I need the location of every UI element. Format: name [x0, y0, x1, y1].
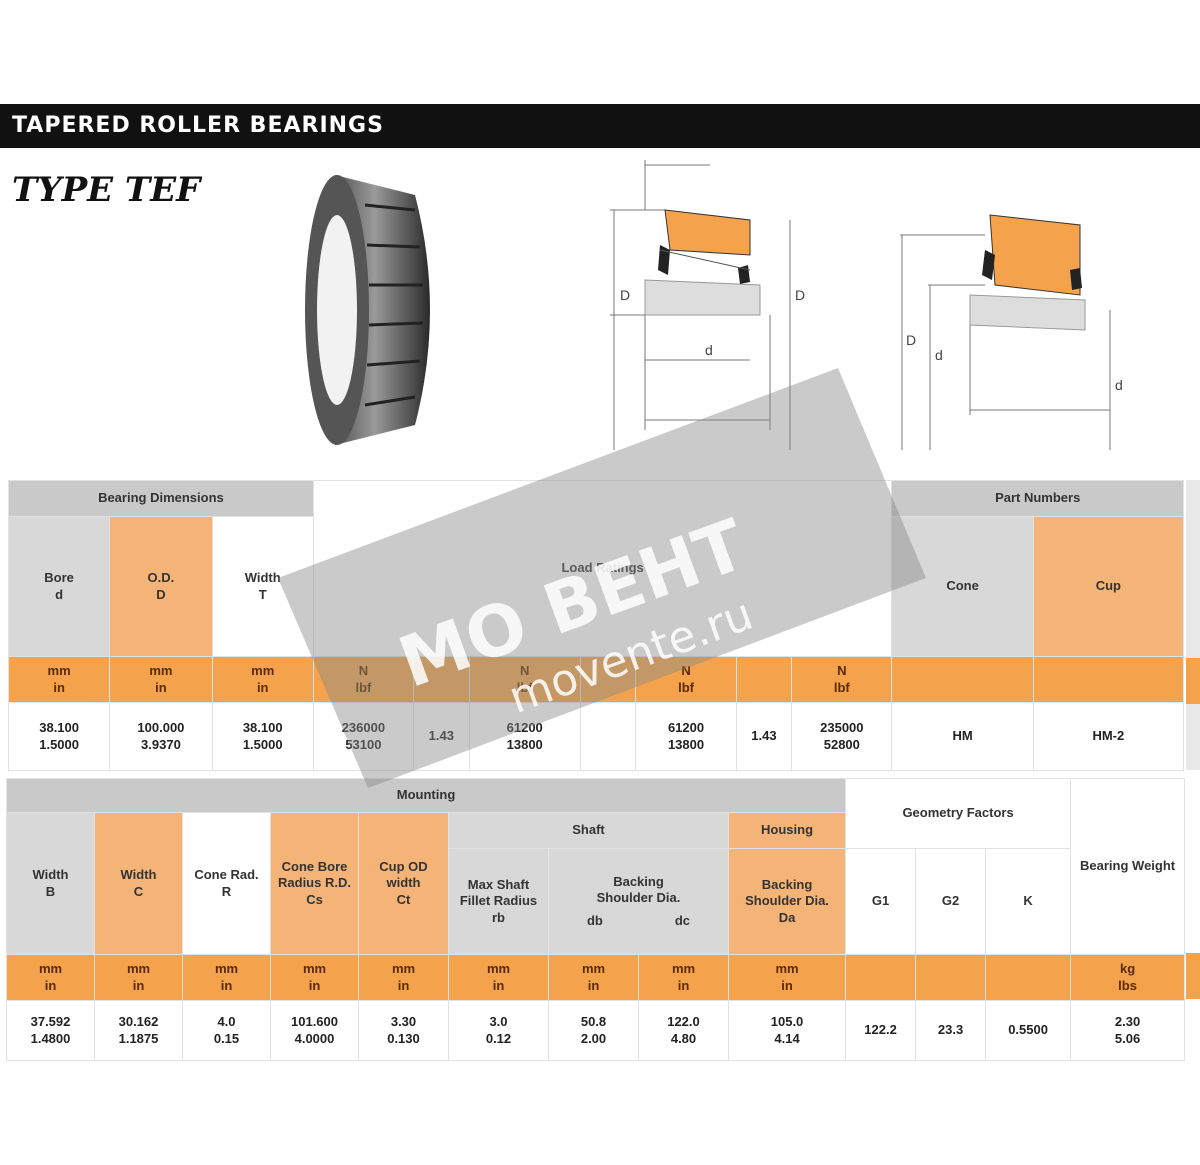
- value-thrust: 235000 52800: [791, 702, 893, 771]
- table-edge-band: [1186, 953, 1200, 999]
- band-cell: N lbf: [468, 656, 581, 703]
- bearing-weight-header: Bearing Weight: [1070, 778, 1186, 955]
- band-cell: [579, 656, 637, 703]
- bearing-type-label: TYPE TEF: [12, 170, 201, 210]
- col-g2: G2: [915, 848, 987, 955]
- bearing-photo: [305, 175, 430, 445]
- band-cell: kg lbs: [1070, 954, 1186, 1001]
- value-k: 0.5500: [985, 1000, 1072, 1061]
- svg-text:d: d: [705, 342, 713, 358]
- col-r: Cone Rad. R: [182, 812, 271, 955]
- band-cell: mm in: [270, 954, 359, 1001]
- table-edge-band: [1186, 658, 1200, 704]
- band-cell: [915, 954, 987, 1001]
- band-cell: [985, 954, 1072, 1001]
- band-cell: mm in: [448, 954, 549, 1001]
- svg-text:d: d: [935, 347, 943, 363]
- col-housing-backing: Backing Shoulder Dia. Da: [727, 848, 847, 955]
- value-od: 100.000 3.9370: [109, 702, 213, 771]
- value-static: 61200 13800: [635, 702, 737, 771]
- value-bore: 38.100 1.5000: [7, 702, 111, 771]
- band-cell: mm in: [109, 656, 213, 703]
- value-factor2: 1.43: [735, 702, 793, 771]
- svg-text:D: D: [620, 287, 630, 303]
- svg-text:D: D: [906, 332, 916, 348]
- value-shaft-fillet: 3.0 0.12: [448, 1000, 549, 1061]
- band-cell: [1032, 656, 1185, 703]
- mounting-table: Mounting Geometry Factors Bearing Weight…: [5, 778, 1186, 1061]
- col-shaft-fillet: Max Shaft Fillet Radius rb: [448, 848, 549, 955]
- col-b: Width B: [6, 812, 95, 955]
- col-k: K: [985, 848, 1072, 955]
- band-cell: [845, 954, 917, 1001]
- table-edge-strip: [1186, 480, 1200, 770]
- mounting-diagram: D d d: [900, 214, 1123, 450]
- value-dynamic: 236000 53100: [312, 702, 414, 771]
- value-housing-backing: 105.0 4.14: [727, 1000, 847, 1061]
- col-cone-bore: Cone Bore Radius R.D. Cs: [270, 812, 359, 955]
- value-empty: [579, 702, 637, 771]
- col-width: Width T: [211, 516, 314, 657]
- value-dc: 122.0 4.80: [638, 1000, 729, 1061]
- value-dyn-radial: 61200 13800: [468, 702, 581, 771]
- backing-label: Backing Shoulder Dia.: [596, 874, 681, 906]
- band-cell: mm in: [211, 656, 314, 703]
- col-od: O.D. D: [109, 516, 213, 657]
- value-cone-part: HM: [891, 702, 1034, 771]
- value-g1: 122.2: [845, 1000, 917, 1061]
- cross-section-diagram: D D d: [610, 160, 805, 450]
- value-cup-od: 3.30 0.130: [358, 1000, 449, 1061]
- geometry-factors-header: Geometry Factors: [845, 778, 1072, 849]
- band-cell: [891, 656, 1034, 703]
- band-cell: N lbf: [312, 656, 414, 703]
- page-title: TAPERED ROLLER BEARINGS: [12, 113, 384, 138]
- band-cell: mm in: [727, 954, 847, 1001]
- band-cell: mm in: [6, 954, 95, 1001]
- col-dc: dc: [674, 912, 691, 928]
- band-cell: mm in: [94, 954, 183, 1001]
- col-cup-od: Cup OD width Ct: [358, 812, 449, 955]
- value-cone-bore: 101.600 4.0000: [270, 1000, 359, 1061]
- band-cell: [412, 656, 470, 703]
- value-cup-part: HM-2: [1032, 702, 1185, 771]
- band-cell: mm in: [548, 954, 639, 1001]
- housing-header: Housing: [727, 812, 847, 849]
- col-cone: Cone: [891, 516, 1034, 657]
- col-bore: Bore d: [7, 516, 111, 657]
- load-ratings-header: Load Ratings: [312, 480, 893, 657]
- value-factor: 1.43: [412, 702, 470, 771]
- mounting-header: Mounting: [5, 778, 847, 813]
- shaft-header: Shaft: [448, 812, 729, 849]
- col-g1: G1: [845, 848, 917, 955]
- band-cell: N lbf: [791, 656, 893, 703]
- svg-text:D: D: [795, 287, 805, 303]
- part-numbers-header: Part Numbers: [891, 480, 1184, 517]
- dimensions-table: Bearing Dimensions Load Ratings Part Num…: [7, 480, 1185, 771]
- value-b: 37.592 1.4800: [6, 1000, 95, 1061]
- value-width: 38.100 1.5000: [211, 702, 314, 771]
- band-cell: mm in: [638, 954, 729, 1001]
- band-cell: mm in: [7, 656, 111, 703]
- value-db: 50.8 2.00: [548, 1000, 639, 1061]
- col-db: db: [586, 912, 603, 928]
- value-g2: 23.3: [915, 1000, 987, 1061]
- band-cell: N lbf: [635, 656, 737, 703]
- value-c: 30.162 1.1875: [94, 1000, 183, 1061]
- band-cell: mm in: [358, 954, 449, 1001]
- title-bar: TAPERED ROLLER BEARINGS: [0, 104, 1200, 148]
- svg-text:d: d: [1115, 377, 1123, 393]
- band-cell: mm in: [182, 954, 271, 1001]
- col-cup: Cup: [1032, 516, 1185, 657]
- col-c: Width C: [94, 812, 183, 955]
- bearing-dimensions-header: Bearing Dimensions: [8, 480, 314, 517]
- value-r: 4.0 0.15: [182, 1000, 271, 1061]
- band-cell: [735, 656, 793, 703]
- col-shaft-backing: Backing Shoulder Dia. db dc: [548, 848, 729, 955]
- value-weight: 2.30 5.06: [1070, 1000, 1186, 1061]
